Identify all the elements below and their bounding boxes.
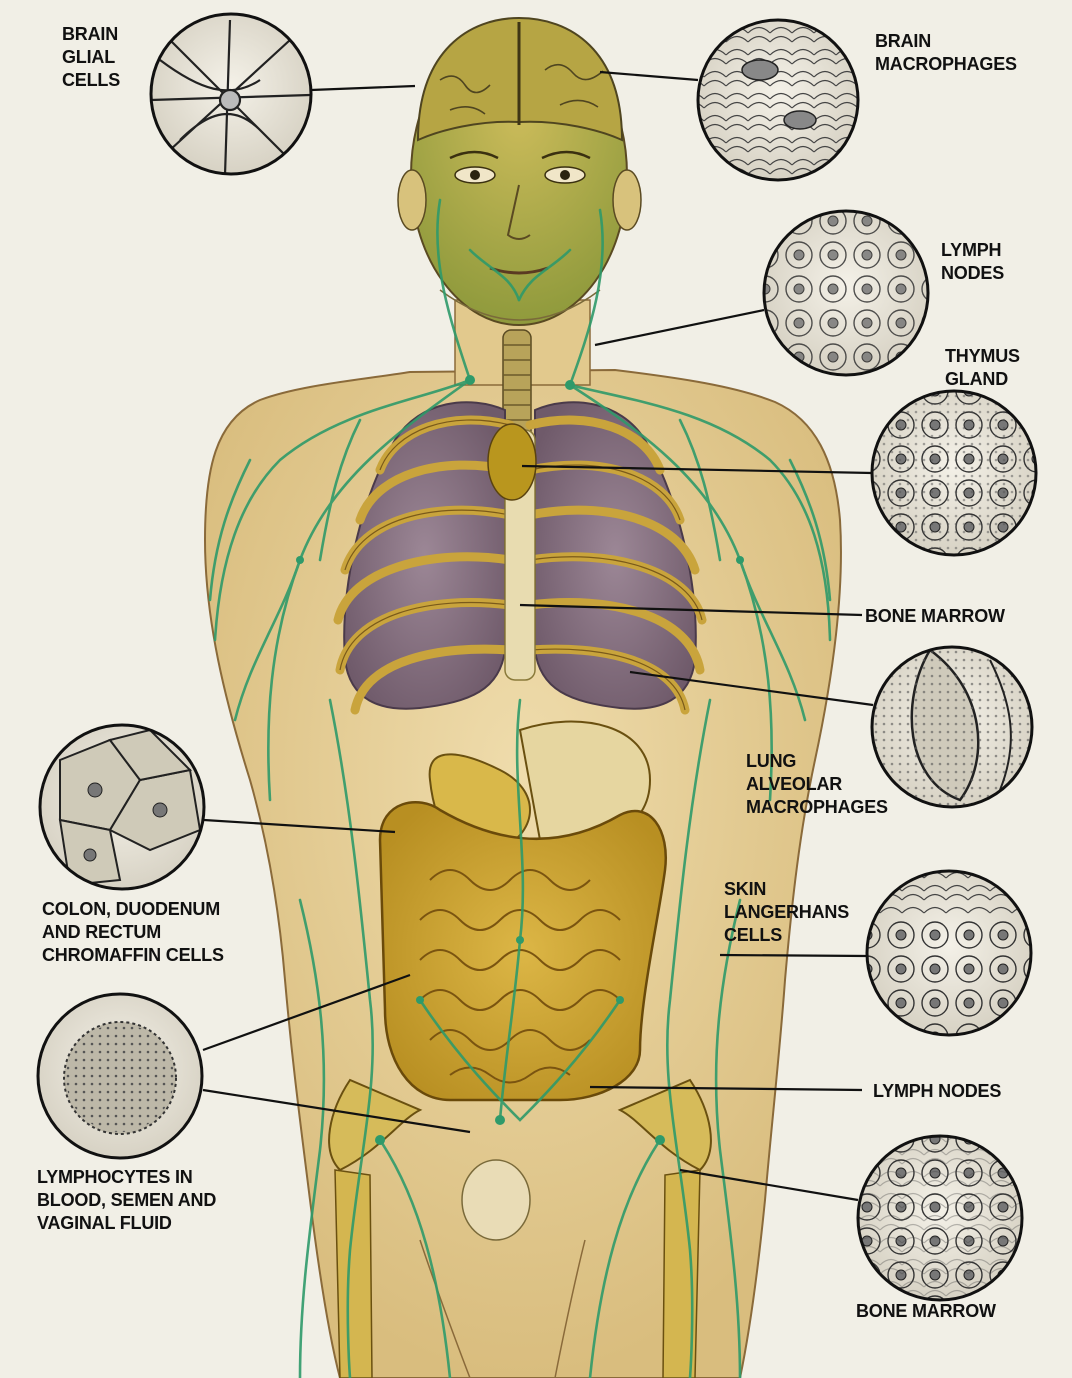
label-line: CHROMAFFIN CELLS [42,944,224,967]
label-line: COLON, DUODENUM [42,898,224,921]
label-line: BRAIN [875,30,1017,53]
label-line: LYMPH [941,239,1004,262]
micrograph-lung-alveolar [870,645,1050,815]
label-line: LUNG [746,750,888,773]
label-line: BONE MARROW [856,1300,996,1323]
micrograph-lymphocytes [38,994,202,1158]
label-lung-alveolar-macrophages: LUNG ALVEOLAR MACROPHAGES [746,750,888,819]
label-line: ALVEOLAR [746,773,888,796]
label-line: LANGERHANS [724,901,849,924]
micrograph-brain-glial [150,14,311,175]
micrograph-skin-langerhans [865,870,1045,1040]
label-thymus-gland: THYMUS GLAND [945,345,1020,391]
label-line: GLIAL [62,46,120,69]
label-line: THYMUS [945,345,1020,368]
label-line: LYMPHOCYTES IN [37,1166,216,1189]
label-bone-marrow-lower: BONE MARROW [856,1300,996,1323]
label-lymph-nodes-lower: LYMPH NODES [873,1080,1001,1103]
label-brain-glial-cells: BRAIN GLIAL CELLS [62,23,120,92]
micrograph-thymus-gland [870,385,1050,565]
micrograph-bone-marrow [855,1130,1035,1310]
label-colon-duodenum: COLON, DUODENUM AND RECTUM CHROMAFFIN CE… [42,898,224,967]
label-line: CELLS [724,924,849,947]
body-figure [205,18,841,1378]
label-line: MACROPHAGES [746,796,888,819]
label-line: NODES [941,262,1004,285]
label-line: BONE MARROW [865,605,1005,628]
label-lymphocytes: LYMPHOCYTES IN BLOOD, SEMEN AND VAGINAL … [37,1166,216,1235]
label-skin-langerhans: SKIN LANGERHANS CELLS [724,878,849,947]
label-line: VAGINAL FLUID [37,1212,216,1235]
micrograph-lymph-nodes [760,205,940,385]
label-line: CELLS [62,69,120,92]
label-lymph-nodes-upper: LYMPH NODES [941,239,1004,285]
label-line: MACROPHAGES [875,53,1017,76]
label-line: AND RECTUM [42,921,224,944]
label-line: GLAND [945,368,1020,391]
label-line: BRAIN [62,23,120,46]
label-line: SKIN [724,878,849,901]
micrograph-colon-chromaffin [40,725,204,889]
micrograph-brain-macrophages [690,15,870,195]
label-line: BLOOD, SEMEN AND [37,1189,216,1212]
label-bone-marrow-upper: BONE MARROW [865,605,1005,628]
label-brain-macrophages: BRAIN MACROPHAGES [875,30,1017,76]
label-line: LYMPH NODES [873,1080,1001,1103]
